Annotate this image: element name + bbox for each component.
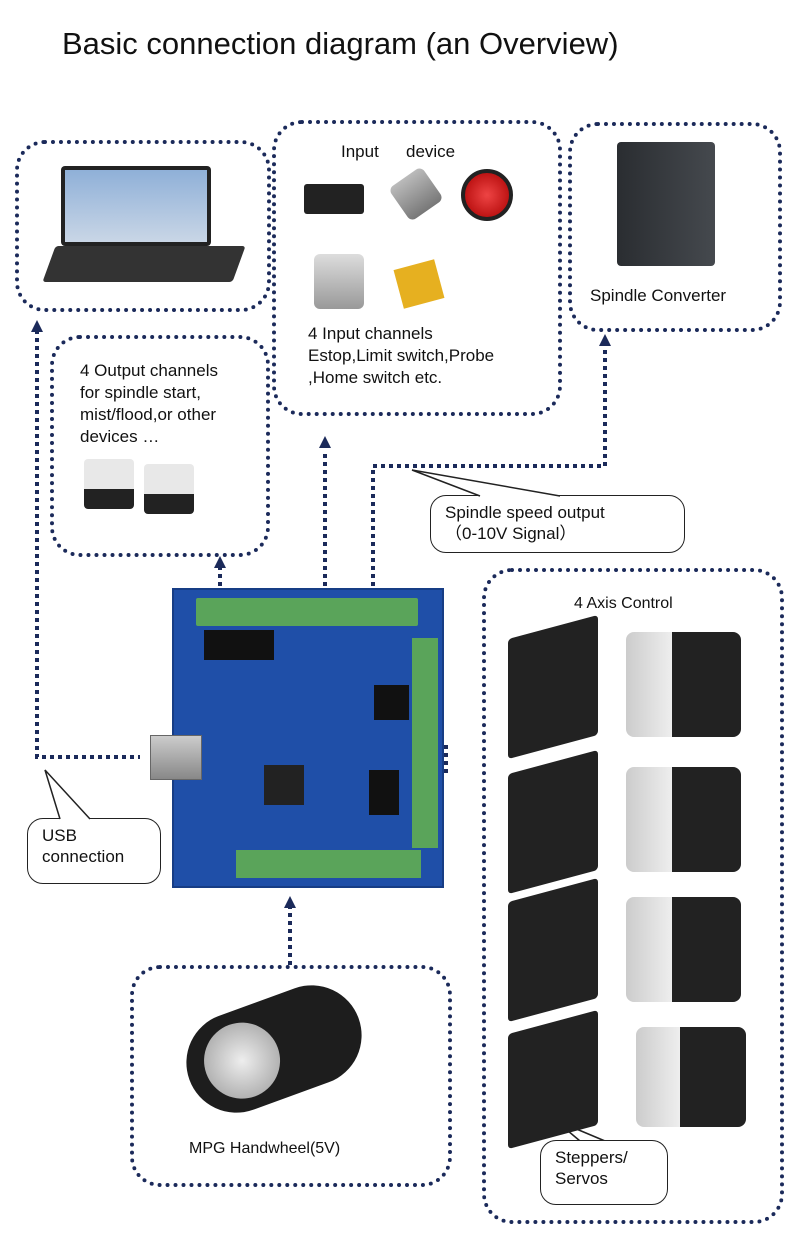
proximity-sensor-image xyxy=(388,166,444,222)
output-text-4: devices … xyxy=(80,427,160,446)
spindle-speed-callout: Spindle speed output （0-10V Signal） xyxy=(430,495,685,553)
ic-chip xyxy=(374,685,409,720)
stepper-driver-image xyxy=(508,1009,598,1150)
input-label: Input xyxy=(341,142,379,161)
stepper-driver-image xyxy=(508,877,598,1023)
mpg-handwheel-box: MPG Handwheel(5V) xyxy=(130,965,452,1187)
arrow-up-icon xyxy=(31,320,43,332)
relay-image xyxy=(84,459,134,509)
input-text-1: 4 Input channels xyxy=(308,324,433,343)
spindle-connection-line xyxy=(371,345,607,586)
usb-connection-line xyxy=(35,330,140,759)
terminal-block-right xyxy=(412,638,438,848)
ic-chip xyxy=(369,770,399,815)
axis-control-box: 4 Axis Control xyxy=(482,568,784,1224)
output-text-1: 4 Output channels xyxy=(80,361,218,380)
controller-board xyxy=(172,588,444,888)
output-text-2: for spindle start, xyxy=(80,383,201,402)
input-text-2: Estop,Limit switch,Probe xyxy=(308,346,495,365)
callout-text: （0-10V Signal） xyxy=(445,524,577,543)
stepper-driver-image xyxy=(508,614,598,760)
callout-text: Steppers/ xyxy=(555,1148,628,1167)
laptop-image xyxy=(42,166,246,286)
usb-callout: USB connection xyxy=(27,818,161,884)
usb-port[interactable] xyxy=(150,735,202,780)
axis-control-label: 4 Axis Control xyxy=(574,595,673,612)
arrow-up-icon xyxy=(284,896,296,908)
estop-button-image xyxy=(461,169,513,221)
output-devices-box: 4 Output channels for spindle start, mis… xyxy=(50,335,270,557)
callout-text: Spindle speed output xyxy=(445,503,605,522)
mpg-label: MPG Handwheel(5V) xyxy=(189,1140,341,1157)
ic-chip xyxy=(204,630,274,660)
output-text-3: mist/flood,or other xyxy=(80,405,217,424)
mcu-chip xyxy=(264,765,304,805)
stepper-motor-image xyxy=(626,767,741,872)
inductive-sensor-image xyxy=(393,259,445,309)
callout-text: connection xyxy=(42,847,125,866)
vfd-image xyxy=(617,142,715,266)
stepper-driver-image xyxy=(508,749,598,895)
steppers-callout: Steppers/ Servos xyxy=(540,1140,668,1205)
computer-box xyxy=(15,140,271,312)
arrow-up-icon xyxy=(214,556,226,568)
handwheel-image xyxy=(172,971,376,1127)
stepper-motor-image xyxy=(636,1027,746,1127)
terminal-block-top xyxy=(196,598,418,626)
input-text-3: ,Home switch etc. xyxy=(308,368,443,387)
device-label: device xyxy=(406,142,456,161)
arrow-up-icon xyxy=(319,436,331,448)
callout-text: USB xyxy=(42,826,77,845)
spindle-converter-label: Spindle Converter xyxy=(590,286,727,305)
callout-text: Servos xyxy=(555,1169,608,1188)
relay-image xyxy=(144,464,194,514)
probe-image xyxy=(314,254,364,309)
limit-switch-image xyxy=(304,184,364,214)
input-devices-box: Input device 4 Input channels Estop,Limi… xyxy=(272,120,562,416)
stepper-motor-image xyxy=(626,897,741,1002)
arrow-up-icon xyxy=(599,334,611,346)
spindle-converter-box: Spindle Converter xyxy=(568,122,782,332)
terminal-block-bottom xyxy=(236,850,421,878)
stepper-motor-image xyxy=(626,632,741,737)
page-title: Basic connection diagram (an Overview) xyxy=(62,26,619,61)
